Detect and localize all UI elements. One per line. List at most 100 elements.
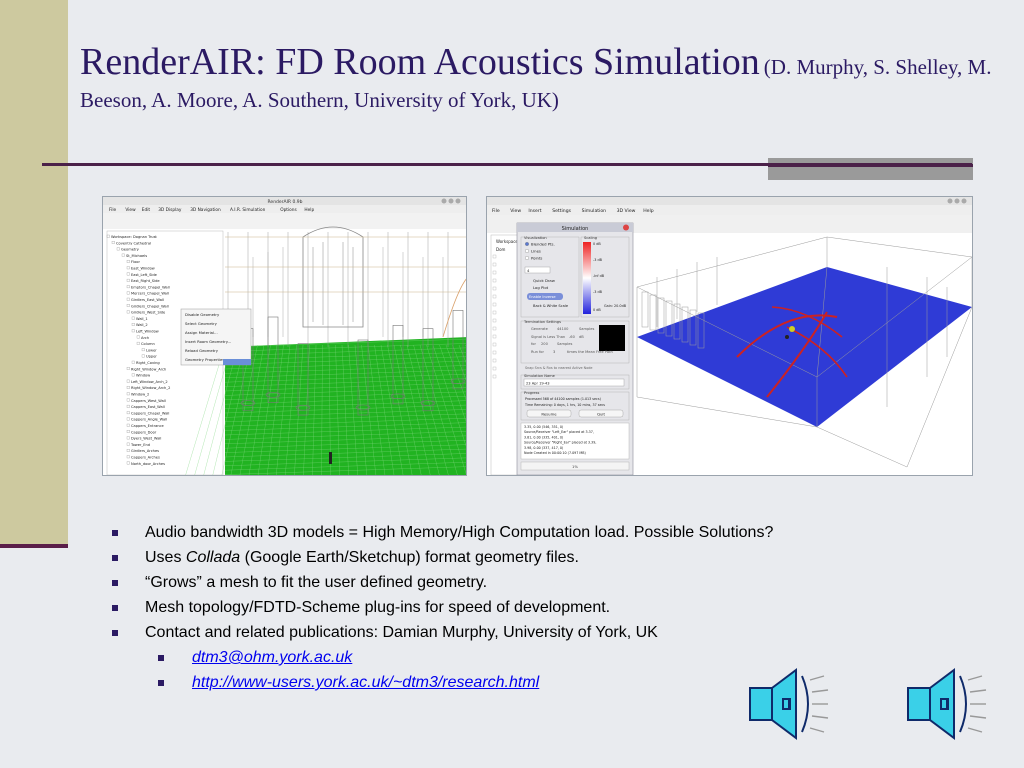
- menu-item: File: [109, 207, 117, 213]
- left-accent-rule: [0, 544, 68, 548]
- log-line: Node Created in 00:00:10 (7.097 MB): [524, 451, 586, 455]
- svg-text:23 Apr 19-43: 23 Apr 19-43: [526, 382, 550, 386]
- bullet-item: “Grows” a mesh to fit the user defined g…: [112, 570, 1002, 595]
- tree-item: North_door_Arches: [131, 462, 165, 466]
- context-menu-item: Insert Room Geometry...: [185, 339, 231, 344]
- svg-text:Run for: Run for: [531, 350, 544, 354]
- tree-item: Geometry: [121, 248, 140, 252]
- svg-text:44100: 44100: [557, 327, 569, 331]
- tree-item: Dyers_West_Wall: [131, 437, 161, 441]
- tree-item: Cappers_Chapel_Wall: [131, 411, 169, 415]
- tree-item: Right_Window_Arch_2: [131, 386, 170, 390]
- svg-text:Log Plot: Log Plot: [533, 285, 549, 290]
- tree-item: Left_Window_Arch_2: [131, 380, 168, 384]
- tree-item: Cappers_Arches: [131, 456, 160, 460]
- scale-tick: -3 dB: [593, 258, 603, 262]
- bullet-item: Audio bandwidth 3D models = High Memory/…: [112, 520, 1002, 545]
- menu-item: Help: [643, 208, 654, 214]
- context-menu-item: Disable Geometry: [185, 312, 220, 317]
- tree-item: Upper: [146, 355, 157, 359]
- svg-text:Enable Inverse: Enable Inverse: [529, 295, 556, 299]
- tree-item: Cappers_Angle_Wall: [131, 418, 167, 422]
- svg-text:Quick Draw: Quick Draw: [533, 278, 555, 283]
- menu-item: Settings: [552, 208, 571, 214]
- tree-item: Coventry Cathedral: [116, 241, 151, 245]
- svg-text:times the Mean Free Path: times the Mean Free Path: [567, 350, 613, 354]
- link-item-email: dtm3@ohm.york.ac.uk: [112, 645, 1002, 670]
- tree-item: Left_Window: [136, 330, 159, 334]
- tree-item: Floor: [131, 260, 140, 264]
- tree-item: Cappers_Door: [131, 430, 157, 434]
- tree-item: Cappers_East_Wall: [131, 405, 165, 409]
- svg-text:for: for: [531, 342, 536, 346]
- tree-item: Column: [141, 342, 155, 346]
- title-rule: [42, 163, 972, 166]
- visualization-option: Points: [531, 256, 542, 261]
- tree-item: Tower_End: [130, 443, 150, 447]
- svg-text:4: 4: [527, 268, 530, 273]
- visualization-option: Blended Pts.: [531, 242, 555, 247]
- svg-text:Visualization: Visualization: [524, 236, 547, 240]
- scale-tick: 0 dB: [593, 308, 601, 312]
- context-menu-item: Reload Geometry: [185, 348, 219, 353]
- svg-text:Snap Srcs & Rxs to nearest Act: Snap Srcs & Rxs to nearest Active Node: [525, 366, 593, 370]
- svg-text:Time Remaining: 0 days, 1 hrs,: Time Remaining: 0 days, 1 hrs, 10 mins, …: [524, 403, 605, 407]
- website-link[interactable]: http://www-users.york.ac.uk/~dtm3/resear…: [192, 674, 540, 691]
- tree-item: Girdlers_West_Side: [131, 311, 166, 315]
- tree-item: Cappers_Entrance: [131, 424, 165, 428]
- tree-item: Window: [136, 374, 150, 378]
- scale-tick: -3 dB: [593, 290, 603, 294]
- tree-item: Right_Window_Arch: [131, 367, 166, 371]
- menu-item: View: [510, 208, 521, 214]
- tree-item: East_Window: [131, 267, 155, 271]
- tree-item: St_Michaels: [126, 254, 147, 258]
- context-menu-item: Assign Material...: [185, 330, 218, 335]
- scale-tick: 0 dB: [593, 242, 601, 246]
- svg-text:Gain: 20.0dB: Gain: 20.0dB: [604, 304, 627, 308]
- menu-item: 3D Display: [158, 207, 182, 213]
- svg-text:-60: -60: [569, 335, 576, 339]
- menu-item: Insert: [528, 208, 541, 214]
- menu-item: 3D View: [617, 208, 636, 214]
- bullet-item: Mesh topology/FDTD-Scheme plug-ins for s…: [112, 595, 1002, 620]
- slide-title-main: RenderAIR: FD Room Acoustics Simulation: [80, 41, 760, 83]
- dialog-title: Simulation: [562, 226, 589, 232]
- email-link[interactable]: dtm3@ohm.york.ac.uk: [192, 649, 353, 666]
- svg-text:Processed 568 of 44100 samples: Processed 568 of 44100 samples (1.013 se…: [525, 397, 601, 401]
- menu-item: View: [125, 207, 136, 213]
- svg-text:Resume: Resume: [541, 412, 557, 417]
- slide-title: RenderAIR: FD Room Acoustics Simulation …: [80, 38, 1000, 114]
- svg-text:Quit: Quit: [597, 412, 605, 417]
- tree-item: Wall_2: [136, 323, 148, 327]
- tree-item: Girdlers_Chapel_Wall: [131, 304, 169, 308]
- log-line: 3.81, 0.00 (335, 401, 0): [524, 435, 563, 439]
- svg-text:Back & White Scale: Back & White Scale: [533, 304, 569, 308]
- menu-item: File: [492, 208, 500, 214]
- link-item-website: http://www-users.york.ac.uk/~dtm3/resear…: [112, 670, 1002, 695]
- tree-item: Mercers_Chapel_Wall: [131, 292, 169, 296]
- svg-text:Progress: Progress: [524, 391, 539, 395]
- svg-text:Termination Settings: Termination Settings: [523, 320, 561, 324]
- visualization-option: Lines: [531, 249, 541, 254]
- svg-text:Signal is Less Than: Signal is Less Than: [531, 335, 565, 339]
- menu-item: Options: [280, 207, 297, 213]
- menu-item: Edit: [142, 207, 151, 213]
- speaker-icon[interactable]: [748, 666, 830, 742]
- menu-item: Simulation: [582, 208, 607, 214]
- tree-item: Workspace: [496, 239, 518, 244]
- svg-text:Samples: Samples: [579, 327, 594, 331]
- tree-item: Dom: [496, 247, 506, 252]
- svg-text:Generate: Generate: [531, 327, 549, 331]
- scale-tick: -Inf dB: [593, 274, 605, 278]
- tree-item: Arch: [141, 336, 149, 340]
- svg-text:200: 200: [541, 342, 549, 346]
- speaker-icon[interactable]: [906, 666, 988, 742]
- tree-item: Workspace: Dognan Trust: [111, 235, 157, 239]
- tree-item: Wall_1: [136, 317, 148, 321]
- tree-item: Window_2: [131, 393, 149, 397]
- svg-text:1%: 1%: [572, 464, 578, 469]
- tree-item: East_Right_Side: [131, 279, 160, 283]
- left-accent-bar: [0, 0, 68, 548]
- tree-item: Cappers_West_Wall: [131, 399, 166, 403]
